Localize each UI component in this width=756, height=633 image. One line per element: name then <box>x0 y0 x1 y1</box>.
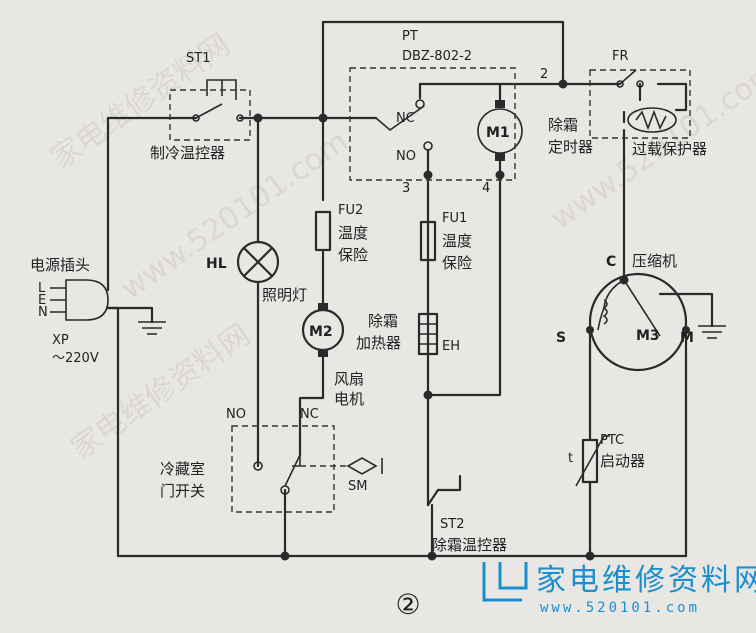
s-terminal: S <box>556 330 566 346</box>
logo-icon <box>482 562 528 602</box>
fuse-fu2: FU2 温度 保险 <box>314 203 368 264</box>
pt-no: NO <box>396 149 416 164</box>
compressor-name: 压缩机 <box>632 252 677 270</box>
pt-model: DBZ-802-2 <box>402 49 472 64</box>
watermark-layer: 家电维修资料网 www.520101.com 家电维修资料网 www.52010… <box>45 27 756 466</box>
fu1-name-2: 保险 <box>442 254 472 272</box>
brand-url: www.520101.com <box>540 600 700 616</box>
junction-dot <box>423 390 433 400</box>
plug-e: E <box>38 293 46 308</box>
ptc-label: PTC <box>600 433 624 448</box>
st1-label: ST1 <box>186 51 210 66</box>
hl-label: HL <box>206 256 227 272</box>
m2-name-1: 风扇 <box>334 370 364 388</box>
ptc-t: t <box>568 451 573 466</box>
pt-terminal-4: 4 <box>482 181 490 196</box>
c-terminal: C <box>606 254 616 270</box>
fr-label: FR <box>612 49 629 64</box>
junction-dot <box>495 170 505 180</box>
pt-nc: NC <box>396 111 415 126</box>
defrost-thermostat-st2: ST2 除霜温控器 <box>432 517 507 554</box>
junction-dot <box>253 113 263 123</box>
compressor-m3: M3 C 压缩机 S M <box>556 252 726 372</box>
ground-icon <box>138 321 166 335</box>
fuse-icon <box>314 210 332 252</box>
eh-label: EH <box>442 339 460 354</box>
plug-n: N <box>38 305 48 320</box>
fuse-fu1: FU1 温度 保险 <box>419 211 472 272</box>
ptc-starter: t PTC 启动器 <box>568 433 645 487</box>
door-switch: NO NC 冷藏室 门开关 SM <box>160 407 383 513</box>
door-name-2: 门开关 <box>160 482 205 500</box>
brand-name: 家电维修资料网 <box>536 563 756 598</box>
junction-dot <box>558 79 568 89</box>
wiring <box>106 20 714 558</box>
junction-dot <box>427 551 437 561</box>
junction-dot <box>280 551 290 561</box>
fu2-name-2: 保险 <box>338 246 368 264</box>
st2-label: ST2 <box>440 517 464 532</box>
heater-coil-icon <box>627 107 677 133</box>
hl-name: 照明灯 <box>262 286 307 304</box>
fu1-name-1: 温度 <box>442 232 472 250</box>
door-no: NO <box>226 407 246 422</box>
pt-name-2: 定时器 <box>548 138 593 156</box>
fu2-name-1: 温度 <box>338 224 368 242</box>
pt-name-1: 除霜 <box>548 116 578 134</box>
no-contact <box>423 141 433 151</box>
figure-number: ② <box>395 588 420 621</box>
pt-terminal-2: 2 <box>540 67 548 82</box>
junction-dot <box>423 170 433 180</box>
ptc-icon <box>581 438 599 484</box>
st1-name: 制冷温控器 <box>150 144 225 162</box>
plug-label: 电源插头 <box>30 256 90 274</box>
overload-protector: FR 过载保护器 <box>589 49 707 158</box>
m2-label: M2 <box>309 324 333 340</box>
ptc-name: 启动器 <box>600 452 645 470</box>
st2-name: 除霜温控器 <box>432 536 507 554</box>
plug-l: L <box>38 281 46 296</box>
ground-icon <box>698 325 726 339</box>
eh-name-2: 加热器 <box>356 334 401 352</box>
defrost-heater-eh: 除霜 加热器 EH <box>356 312 460 356</box>
st1-thermostat: ST1 制冷温控器 <box>150 51 251 162</box>
eh-name-1: 除霜 <box>368 312 398 330</box>
lamp-hl: HL 照明灯 <box>206 240 307 304</box>
m-terminal: M <box>680 330 694 346</box>
junction-dot <box>318 113 328 123</box>
junction-dot <box>585 551 595 561</box>
door-name-1: 冷藏室 <box>160 460 205 478</box>
sm-label: SM <box>348 479 367 494</box>
compressor-icon <box>588 272 688 372</box>
pt-label: PT <box>402 29 418 44</box>
brand-logo: 家电维修资料网 www.520101.com <box>482 562 756 616</box>
m2-name-2: 电机 <box>334 390 364 408</box>
xp-label: XP <box>52 333 69 348</box>
fr-name: 过载保护器 <box>632 140 707 158</box>
m1-label: M1 <box>486 125 510 141</box>
pt-terminal-3: 3 <box>402 181 410 196</box>
door-nc: NC <box>300 407 319 422</box>
defrost-timer: M1 PT DBZ-802-2 NC NO 2 3 4 除霜 定时器 <box>349 29 593 196</box>
watermark-text: 家电维修资料网 <box>65 317 257 466</box>
fan-motor-m2: M2 风扇 电机 <box>301 303 364 408</box>
power-plug: 电源插头 L E N XP ～220V <box>30 256 166 366</box>
fuse-icon <box>419 220 437 262</box>
voltage-label: ～220V <box>52 351 99 366</box>
fu1-label: FU1 <box>442 211 467 226</box>
lamp-icon <box>236 240 280 284</box>
m3-label: M3 <box>636 328 660 344</box>
fu2-label: FU2 <box>338 203 363 218</box>
figure-number-text: ② <box>395 588 420 621</box>
